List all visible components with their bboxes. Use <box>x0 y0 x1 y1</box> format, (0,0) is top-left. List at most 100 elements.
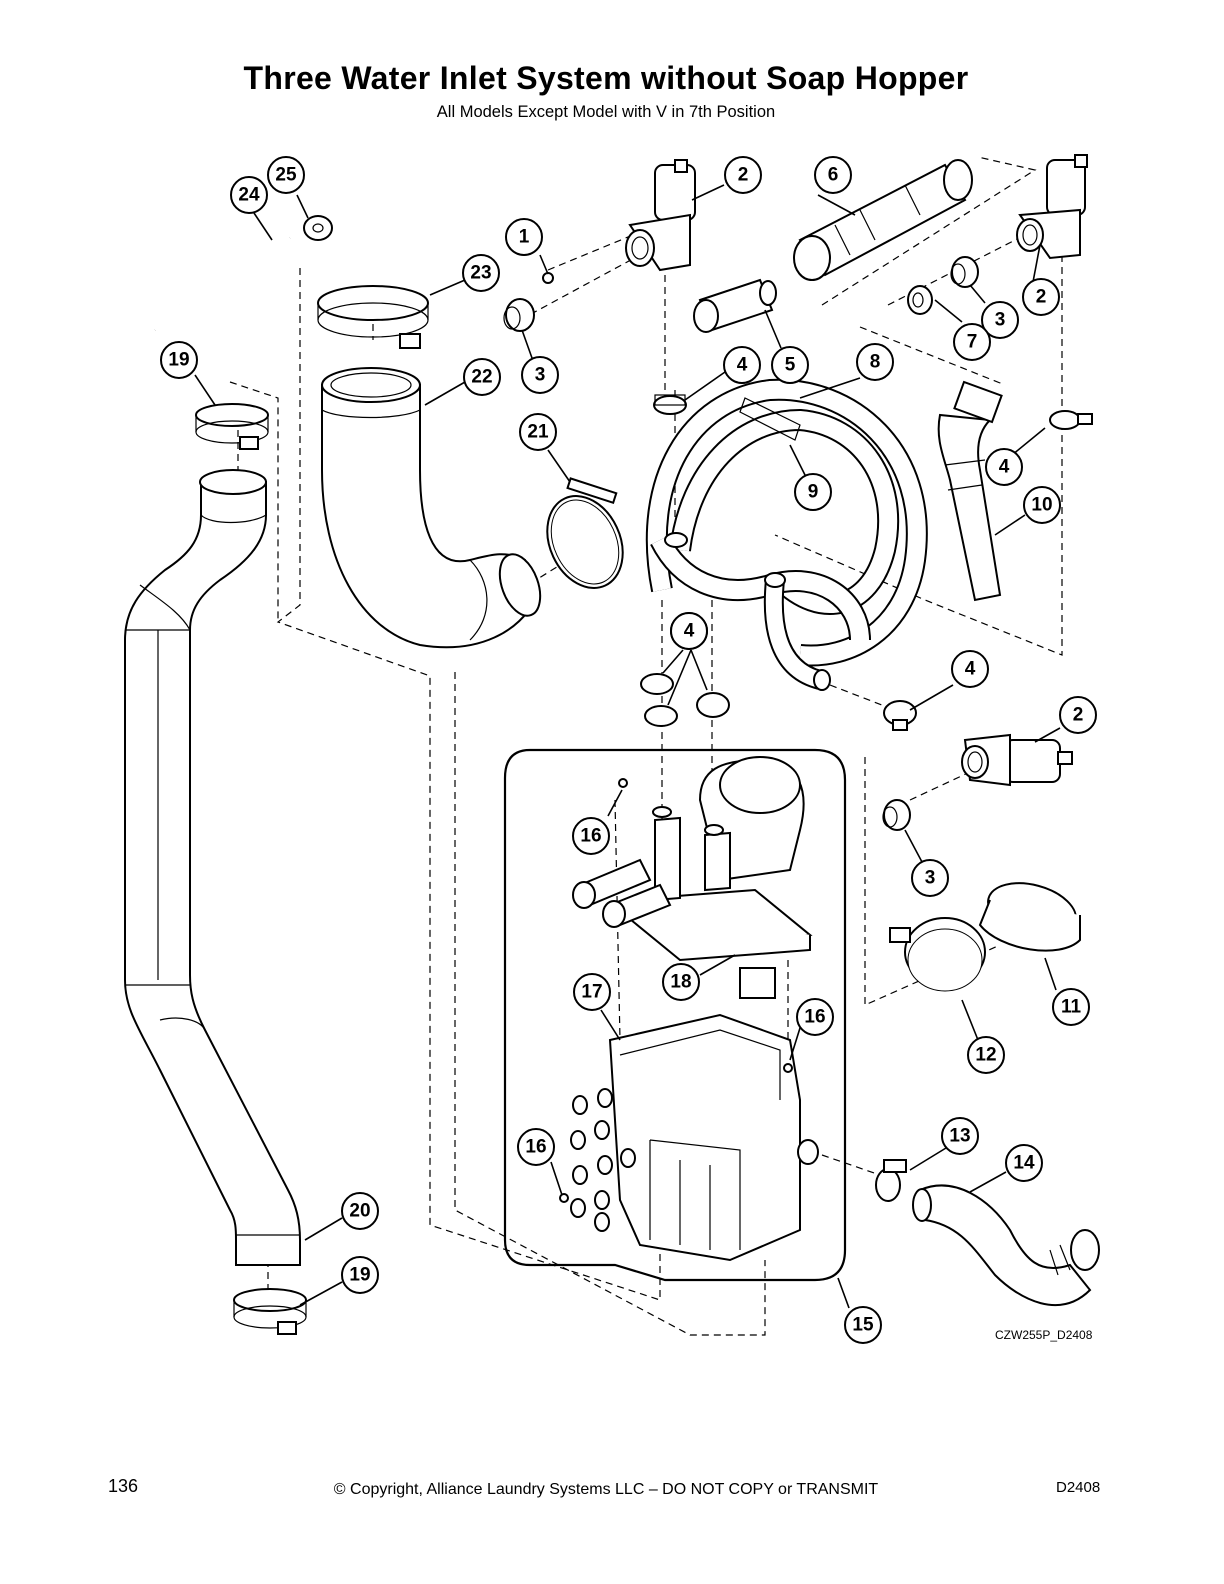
hose-part-6 <box>793 159 973 281</box>
drawing-id: CZW255P_D2408 <box>995 1328 1093 1342</box>
svg-text:7: 7 <box>967 332 978 353</box>
svg-text:2: 2 <box>1073 705 1084 726</box>
svg-text:4: 4 <box>737 355 748 376</box>
vent-tube-part-24 <box>153 236 291 331</box>
svg-text:23: 23 <box>470 263 491 284</box>
svg-text:8: 8 <box>870 352 881 373</box>
svg-text:9: 9 <box>808 482 819 503</box>
clamp-part-4-d <box>883 700 917 731</box>
callout-5: 5 <box>771 346 809 384</box>
callout-8: 8 <box>856 343 894 381</box>
screws-part-16 <box>559 778 793 1203</box>
dispenser-assembly-part-15 <box>503 748 847 1282</box>
clamp-part-19-upper <box>195 403 269 450</box>
svg-text:3: 3 <box>535 365 546 386</box>
svg-text:17: 17 <box>581 982 602 1003</box>
svg-text:1: 1 <box>519 227 530 248</box>
clamp-part-21 <box>546 477 624 589</box>
svg-text:16: 16 <box>525 1137 546 1158</box>
callout-11: 11 <box>1052 988 1090 1026</box>
sleeve-part-11 <box>978 882 1081 952</box>
page-number: 136 <box>108 1476 139 1496</box>
screw-part-1 <box>542 272 554 284</box>
clamp-part-12 <box>889 917 986 992</box>
adapter-part-3-right <box>882 799 911 831</box>
clamp-part-4-b <box>1049 410 1093 430</box>
callout-21: 21 <box>519 413 557 451</box>
svg-text:2: 2 <box>1036 287 1047 308</box>
callout-2: 2 <box>1022 278 1060 316</box>
callout-4: 4 <box>670 612 708 650</box>
svg-text:3: 3 <box>925 868 936 889</box>
callout-10: 10 <box>1023 486 1061 524</box>
callout-17: 17 <box>573 973 611 1011</box>
callout-leaders <box>194 184 1061 1309</box>
svg-text:4: 4 <box>999 457 1010 478</box>
callout-9: 9 <box>794 473 832 511</box>
adapter-part-3-left <box>503 298 535 332</box>
clamp-part-13 <box>875 1159 907 1202</box>
callout-22: 22 <box>463 358 501 396</box>
fitting-part-5 <box>693 278 777 333</box>
drain-pipe-part-20 <box>124 469 301 1266</box>
callout-20: 20 <box>341 1192 379 1230</box>
svg-text:4: 4 <box>965 659 976 680</box>
svg-text:16: 16 <box>580 826 601 847</box>
clamp-part-19-lower <box>233 1288 307 1335</box>
hose-part-14 <box>912 1184 1100 1306</box>
page-title: Three Water Inlet System without Soap Ho… <box>243 60 969 96</box>
svg-text:2: 2 <box>738 165 749 186</box>
callout-3: 3 <box>521 356 559 394</box>
callout-4: 4 <box>951 650 989 688</box>
callout-15: 15 <box>844 1306 882 1344</box>
svg-text:21: 21 <box>527 422 549 443</box>
clamp-part-23 <box>317 285 429 349</box>
document-code: D2408 <box>1056 1479 1101 1496</box>
valve-part-2-right <box>961 733 1073 787</box>
callout-3: 3 <box>981 301 1019 339</box>
copyright-notice: © Copyright, Alliance Laundry Systems LL… <box>333 1481 879 1498</box>
svg-text:11: 11 <box>1061 997 1082 1018</box>
adapter-part-3-top-right <box>950 256 979 288</box>
callout-13: 13 <box>941 1117 979 1155</box>
callout-18: 18 <box>662 963 700 1001</box>
callout-24: 24 <box>230 176 268 214</box>
svg-text:3: 3 <box>995 310 1006 331</box>
callout-7: 7 <box>953 323 991 361</box>
svg-text:15: 15 <box>852 1315 874 1336</box>
svg-text:16: 16 <box>804 1007 825 1028</box>
callout-16: 16 <box>572 817 610 855</box>
callout-12: 12 <box>967 1036 1005 1074</box>
callout-1: 1 <box>505 218 543 256</box>
washer-part-7 <box>907 285 933 315</box>
dispenser-inlet-ports <box>570 1088 636 1232</box>
callout-2: 2 <box>1059 696 1097 734</box>
callout-23: 23 <box>462 254 500 292</box>
valve-part-2-top-right <box>1016 154 1088 260</box>
svg-text:5: 5 <box>785 355 796 376</box>
svg-text:24: 24 <box>238 185 260 206</box>
callout-14: 14 <box>1005 1144 1043 1182</box>
callout-4: 4 <box>985 448 1023 486</box>
callout-4: 4 <box>723 346 761 384</box>
callout-19: 19 <box>160 341 198 379</box>
valve-part-2-top-left <box>625 159 696 272</box>
svg-text:10: 10 <box>1031 495 1052 516</box>
clamp-part-4-c <box>640 673 730 727</box>
svg-text:19: 19 <box>349 1265 370 1286</box>
callout-6: 6 <box>814 156 852 194</box>
callout-2: 2 <box>724 156 762 194</box>
hose-part-8 <box>645 378 928 691</box>
svg-text:25: 25 <box>275 165 297 186</box>
svg-text:18: 18 <box>670 972 691 993</box>
cap-part-25 <box>303 215 333 241</box>
svg-text:6: 6 <box>828 165 839 186</box>
svg-text:20: 20 <box>349 1201 370 1222</box>
callout-16: 16 <box>796 998 834 1036</box>
svg-text:14: 14 <box>1013 1153 1035 1174</box>
svg-text:4: 4 <box>684 621 695 642</box>
svg-text:22: 22 <box>471 367 492 388</box>
callout-3: 3 <box>911 859 949 897</box>
svg-text:13: 13 <box>949 1126 970 1147</box>
